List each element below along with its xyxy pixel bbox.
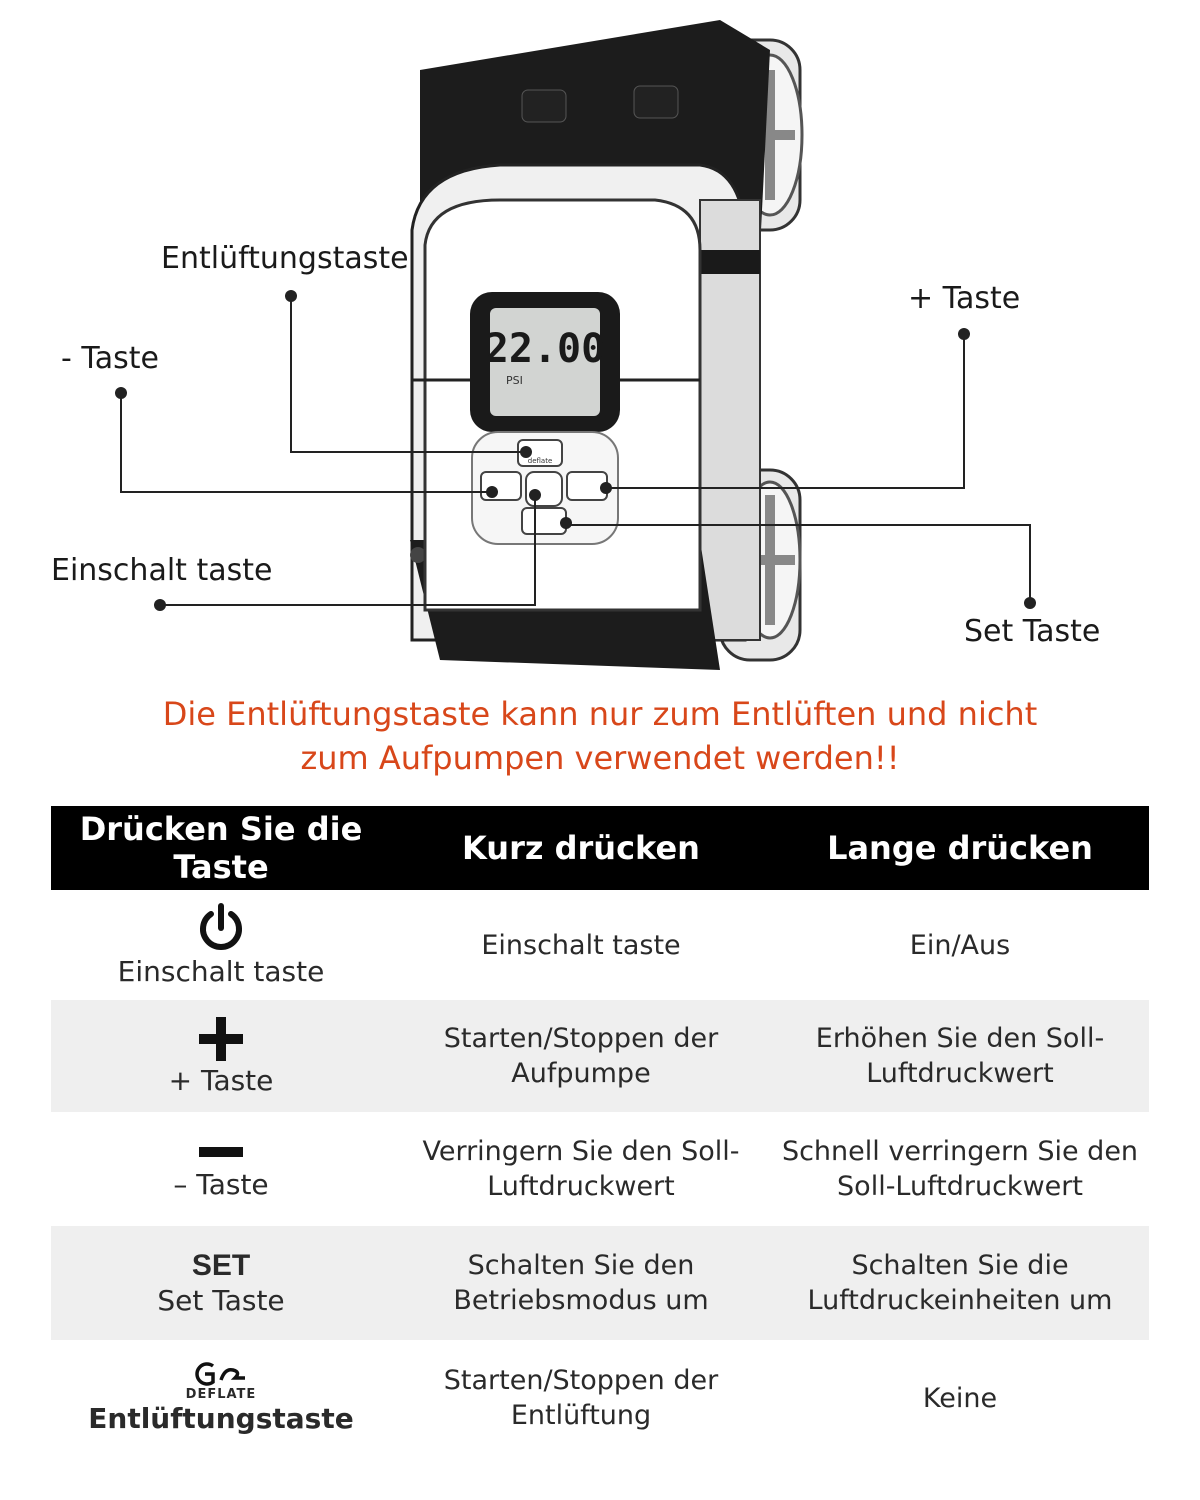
svg-text:deflate: deflate	[528, 457, 553, 465]
row-label: + Taste	[168, 1063, 274, 1097]
row-long: Erhöhen Sie den Soll-Luftdruckwert	[815, 1023, 1105, 1089]
table-row: Einschalt taste Einschalt taste Ein/Aus	[51, 890, 1149, 1000]
power-icon	[200, 902, 242, 950]
row-long: Schnell verringern Sie den Soll-Luftdruc…	[781, 1136, 1139, 1202]
warning-text: Die Entlüftungstaste kann nur zum Entlüf…	[0, 692, 1200, 780]
minus-icon	[199, 1146, 243, 1157]
button-function-table: Drücken Sie die Taste Kurz drücken Lange…	[51, 806, 1149, 1456]
warning-line-1: Die Entlüftungstaste kann nur zum Entlüf…	[162, 695, 1038, 733]
table-row: – Taste Verringern Sie den Soll-Luftdruc…	[51, 1112, 1149, 1226]
table-row: SET Set Taste Schalten Sie den Betriebsm…	[51, 1226, 1149, 1340]
header-short-press: Kurz drücken	[462, 829, 700, 867]
table-row: DEFLATE Entlüftungstaste Starten/Stoppen…	[51, 1340, 1149, 1456]
row-short: Starten/Stoppen der Entlüftung	[443, 1365, 719, 1431]
row-label: Entlüftungstaste	[88, 1402, 354, 1435]
plus-icon	[199, 1016, 243, 1061]
callout-set: Set Taste	[964, 614, 1101, 649]
row-long: Schalten Sie die Luftdruckeinheiten um	[807, 1250, 1113, 1316]
row-short: Einschalt taste	[481, 929, 681, 961]
row-short: Starten/Stoppen der Aufpumpe	[443, 1023, 719, 1089]
table-row: + Taste Starten/Stoppen der Aufpumpe Erh…	[51, 1000, 1149, 1112]
table-header: Drücken Sie die Taste Kurz drücken Lange…	[51, 806, 1149, 890]
deflate-icon	[195, 1362, 245, 1386]
air-pump-illustration: 22.00 PSI deflate	[115, 20, 1036, 670]
device-set-key	[521, 507, 567, 535]
row-label: – Taste	[173, 1167, 269, 1201]
display-unit: PSI	[506, 374, 523, 387]
callout-power: Einschalt taste	[51, 553, 273, 588]
callout-deflate: Entlüftungstaste	[161, 241, 409, 276]
row-label: Set Taste	[157, 1283, 285, 1317]
row-label: Einschalt taste	[117, 954, 325, 988]
header-button: Drücken Sie die Taste	[79, 810, 363, 886]
warning-line-2: zum Aufpumpen verwendet werden!!	[300, 739, 900, 777]
header-long-press: Lange drücken	[827, 829, 1093, 867]
row-long: Keine	[922, 1382, 998, 1414]
callout-minus: - Taste	[61, 341, 159, 376]
set-text-icon: SET	[191, 1248, 251, 1282]
row-long: Ein/Aus	[909, 929, 1011, 961]
row-short: Verringern Sie den Soll-Luftdruckwert	[422, 1136, 740, 1202]
device-power-key	[525, 471, 563, 507]
deflate-icon-text: DEFLATE	[185, 1387, 257, 1402]
callout-plus: + Taste	[908, 281, 1021, 316]
device-minus-key	[480, 471, 522, 501]
display-value: 22.00	[485, 326, 605, 372]
row-short: Schalten Sie den Betriebsmodus um	[453, 1250, 709, 1316]
